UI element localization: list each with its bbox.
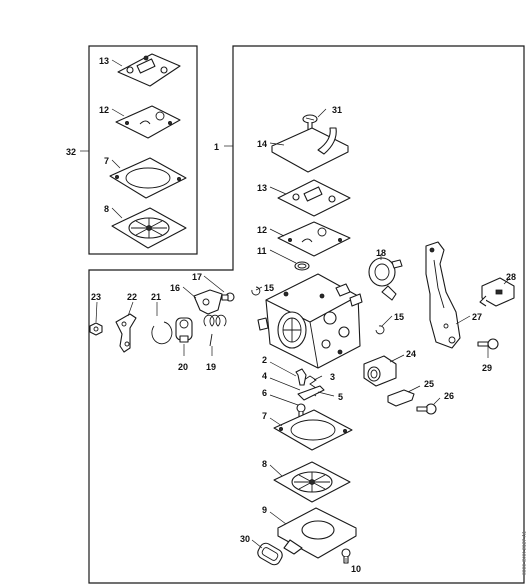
callout-15-left: 15 — [264, 283, 274, 293]
part-15-circlip-left — [251, 286, 261, 296]
callout-12: 12 — [257, 225, 267, 235]
part-21-circlip — [151, 321, 173, 345]
callout-6: 6 — [262, 388, 267, 398]
callout-8-kit: 8 — [104, 204, 109, 214]
callout-15-right: 15 — [394, 312, 404, 322]
callout-18: 18 — [376, 248, 386, 258]
part-8-diaphragm — [273, 461, 351, 503]
callout-13: 13 — [257, 183, 267, 193]
part-14-cover — [271, 127, 349, 173]
carburetor-group-frame — [88, 45, 525, 584]
callout-31: 31 — [332, 105, 342, 115]
part-9-end-cover — [277, 507, 357, 559]
callout-9: 9 — [262, 505, 267, 515]
callout-32: 32 — [66, 147, 76, 157]
part-2-needle — [295, 368, 307, 386]
part-12-pump-diaphragm — [277, 221, 351, 257]
callout-23: 23 — [91, 292, 101, 302]
callout-5: 5 — [338, 392, 343, 402]
callout-3: 3 — [330, 372, 335, 382]
carburetor-body — [257, 273, 363, 369]
callout-21: 21 — [151, 292, 161, 302]
callout-4: 4 — [262, 371, 267, 381]
part-19-spring — [203, 314, 227, 347]
part-5-control-lever — [297, 385, 325, 401]
callout-25: 25 — [424, 379, 434, 389]
callout-14: 14 — [257, 139, 267, 149]
part-24-fitting — [363, 355, 397, 387]
callout-19: 19 — [206, 362, 216, 372]
callout-17: 17 — [192, 272, 202, 282]
part-12-pump-diaphragm-kit — [115, 105, 181, 139]
part-23-nut — [89, 322, 103, 336]
part-18-choke-lever — [368, 257, 403, 301]
part-11-ring — [294, 261, 310, 271]
callout-29: 29 — [482, 363, 492, 373]
callout-27: 27 — [472, 312, 482, 322]
callout-26: 26 — [444, 391, 454, 401]
part-13-metering-gasket-kit — [117, 53, 181, 87]
callout-13-kit: 13 — [99, 56, 109, 66]
part-22-lever — [115, 313, 137, 353]
callout-11: 11 — [257, 246, 267, 256]
part-10-screw — [341, 548, 351, 564]
callout-30: 30 — [240, 534, 250, 544]
callout-22: 22 — [127, 292, 137, 302]
part-7-gasket — [273, 409, 353, 451]
part-13-metering-gasket — [277, 179, 351, 217]
part-8-diaphragm-kit — [111, 207, 187, 249]
callout-7-kit: 7 — [104, 156, 109, 166]
part-25-retainer — [387, 389, 415, 407]
callout-8: 8 — [262, 459, 267, 469]
callout-28: 28 — [506, 272, 516, 282]
part-26-screw — [416, 403, 437, 415]
callout-10: 10 — [351, 564, 361, 574]
callout-7: 7 — [262, 411, 267, 421]
part-30-gasket — [257, 542, 283, 566]
part-7-gasket-kit — [109, 157, 187, 199]
callout-2: 2 — [262, 355, 267, 365]
part-27-throttle-cable-holder — [425, 241, 461, 349]
margin-code: 0000-GXX-2137-A1 — [522, 531, 528, 575]
part-20-shaft-clamp — [175, 317, 193, 343]
callout-12-kit: 12 — [99, 105, 109, 115]
callout-1: 1 — [214, 142, 219, 152]
callout-20: 20 — [178, 362, 188, 372]
callout-24: 24 — [406, 349, 416, 359]
callout-16: 16 — [170, 283, 180, 293]
part-17-screw — [221, 292, 235, 302]
part-16-bracket — [193, 289, 223, 315]
kit-32-frame — [88, 45, 198, 255]
part-28-connector — [479, 277, 515, 307]
part-15-circlip-right — [375, 325, 385, 335]
